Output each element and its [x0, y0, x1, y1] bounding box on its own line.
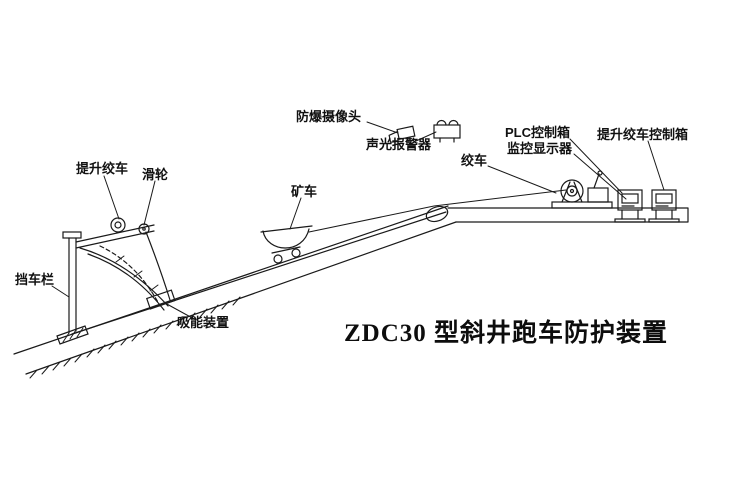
plc-control-box-drawing [614, 189, 646, 223]
label-hoist-winch-control-box: 提升绞车控制箱 [597, 127, 689, 142]
label-car-barrier: 挡车栏 [15, 272, 55, 287]
label-mine-car: 矿车 [291, 184, 318, 199]
hoist-control-box-drawing [648, 189, 680, 223]
label-pulley: 滑轮 [142, 167, 169, 182]
hoist-winch-drawing [75, 217, 155, 249]
energy-absorber-drawing [145, 289, 176, 310]
safety-net-drawing [79, 231, 171, 311]
camera-drawing [388, 125, 416, 143]
label-energy-absorber: 吸能装置 [177, 315, 230, 330]
label-alarm: 声光报警器 [366, 137, 432, 152]
label-plc-box: PLC控制箱 [505, 125, 571, 140]
alarm-drawing [433, 119, 461, 143]
barrier-post-drawing [56, 231, 89, 345]
winch-drawing [551, 170, 613, 209]
diagram-title: ZDC30 型斜井跑车防护装置 [344, 320, 669, 347]
head-sheave [425, 205, 449, 223]
label-hoist-winch: 提升绞车 [76, 161, 129, 176]
haul-rope [308, 189, 567, 233]
label-monitor: 监控显示器 [507, 141, 573, 156]
label-winch: 绞车 [461, 153, 488, 168]
pulley-drawing [138, 223, 150, 235]
mine-car-drawing [260, 225, 313, 264]
leader-lines [51, 121, 665, 321]
label-camera: 防爆摄像头 [296, 109, 362, 124]
